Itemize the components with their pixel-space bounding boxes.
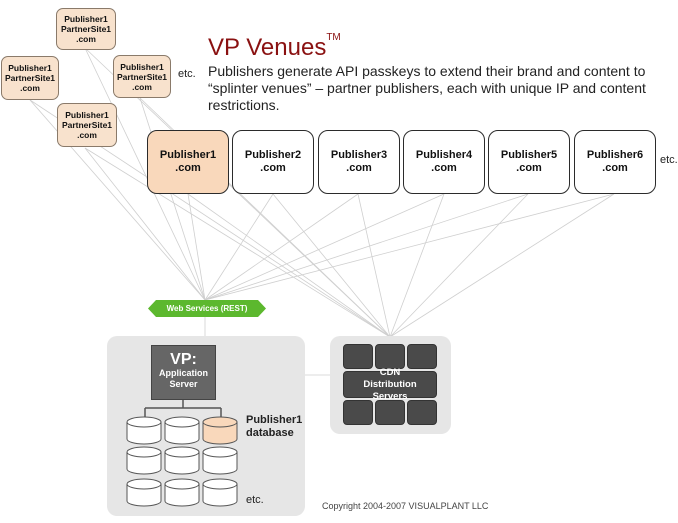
partner-sites-etc: etc. — [178, 68, 196, 80]
partner-site-box: Publisher1 PartnerSite1 .com — [1, 56, 59, 100]
vp-server-subtitle: Application Server — [159, 368, 208, 389]
databases-etc: etc. — [246, 494, 264, 506]
publisher1-database-label: Publisher1 database — [246, 414, 303, 439]
publishers-etc: etc. — [660, 154, 678, 166]
database-icon — [164, 478, 200, 507]
diagram-description: Publishers generate API passkeys to exte… — [208, 63, 646, 113]
database-icon — [126, 416, 162, 445]
cdn-server-cell — [343, 344, 373, 369]
database-icon — [164, 446, 200, 475]
publisher-box: Publisher5 .com — [488, 130, 570, 194]
vp-server-title: VP: — [170, 351, 197, 368]
publisher-box: Publisher4 .com — [403, 130, 485, 194]
cdn-server-cell — [407, 344, 437, 369]
partner-site-box: Publisher1 PartnerSite1 .com — [56, 8, 116, 50]
publisher1-database-icon — [202, 416, 238, 445]
cdn-server-cell — [375, 400, 405, 425]
diagram-title: VP VenuesTM — [208, 32, 341, 61]
cdn-server-cell — [375, 344, 405, 369]
cdn-label: CDN Distribution Servers — [363, 367, 417, 402]
database-icon — [164, 416, 200, 445]
database-icon — [126, 446, 162, 475]
cdn-server-cell — [407, 400, 437, 425]
copyright: Copyright 2004-2007 VISUALPLANT LLC — [322, 501, 489, 511]
partner-site-box: Publisher1 PartnerSite1 .com — [113, 55, 171, 98]
database-icon — [202, 446, 238, 475]
vp-application-server: VP: Application Server — [151, 345, 216, 400]
cdn-server-cell — [343, 371, 437, 398]
web-services-label: Web Services (REST) — [166, 304, 248, 313]
publisher-box: Publisher3 .com — [318, 130, 400, 194]
publisher-box: Publisher1 .com — [147, 130, 229, 194]
publisher-box: Publisher6 .com — [574, 130, 656, 194]
cdn-server-cell — [343, 400, 373, 425]
web-services-badge — [148, 300, 266, 317]
database-icon — [126, 478, 162, 507]
partner-site-box: Publisher1 PartnerSite1 .com — [57, 103, 117, 147]
publisher-box: Publisher2 .com — [232, 130, 314, 194]
database-icon — [202, 478, 238, 507]
trademark: TM — [326, 32, 341, 43]
